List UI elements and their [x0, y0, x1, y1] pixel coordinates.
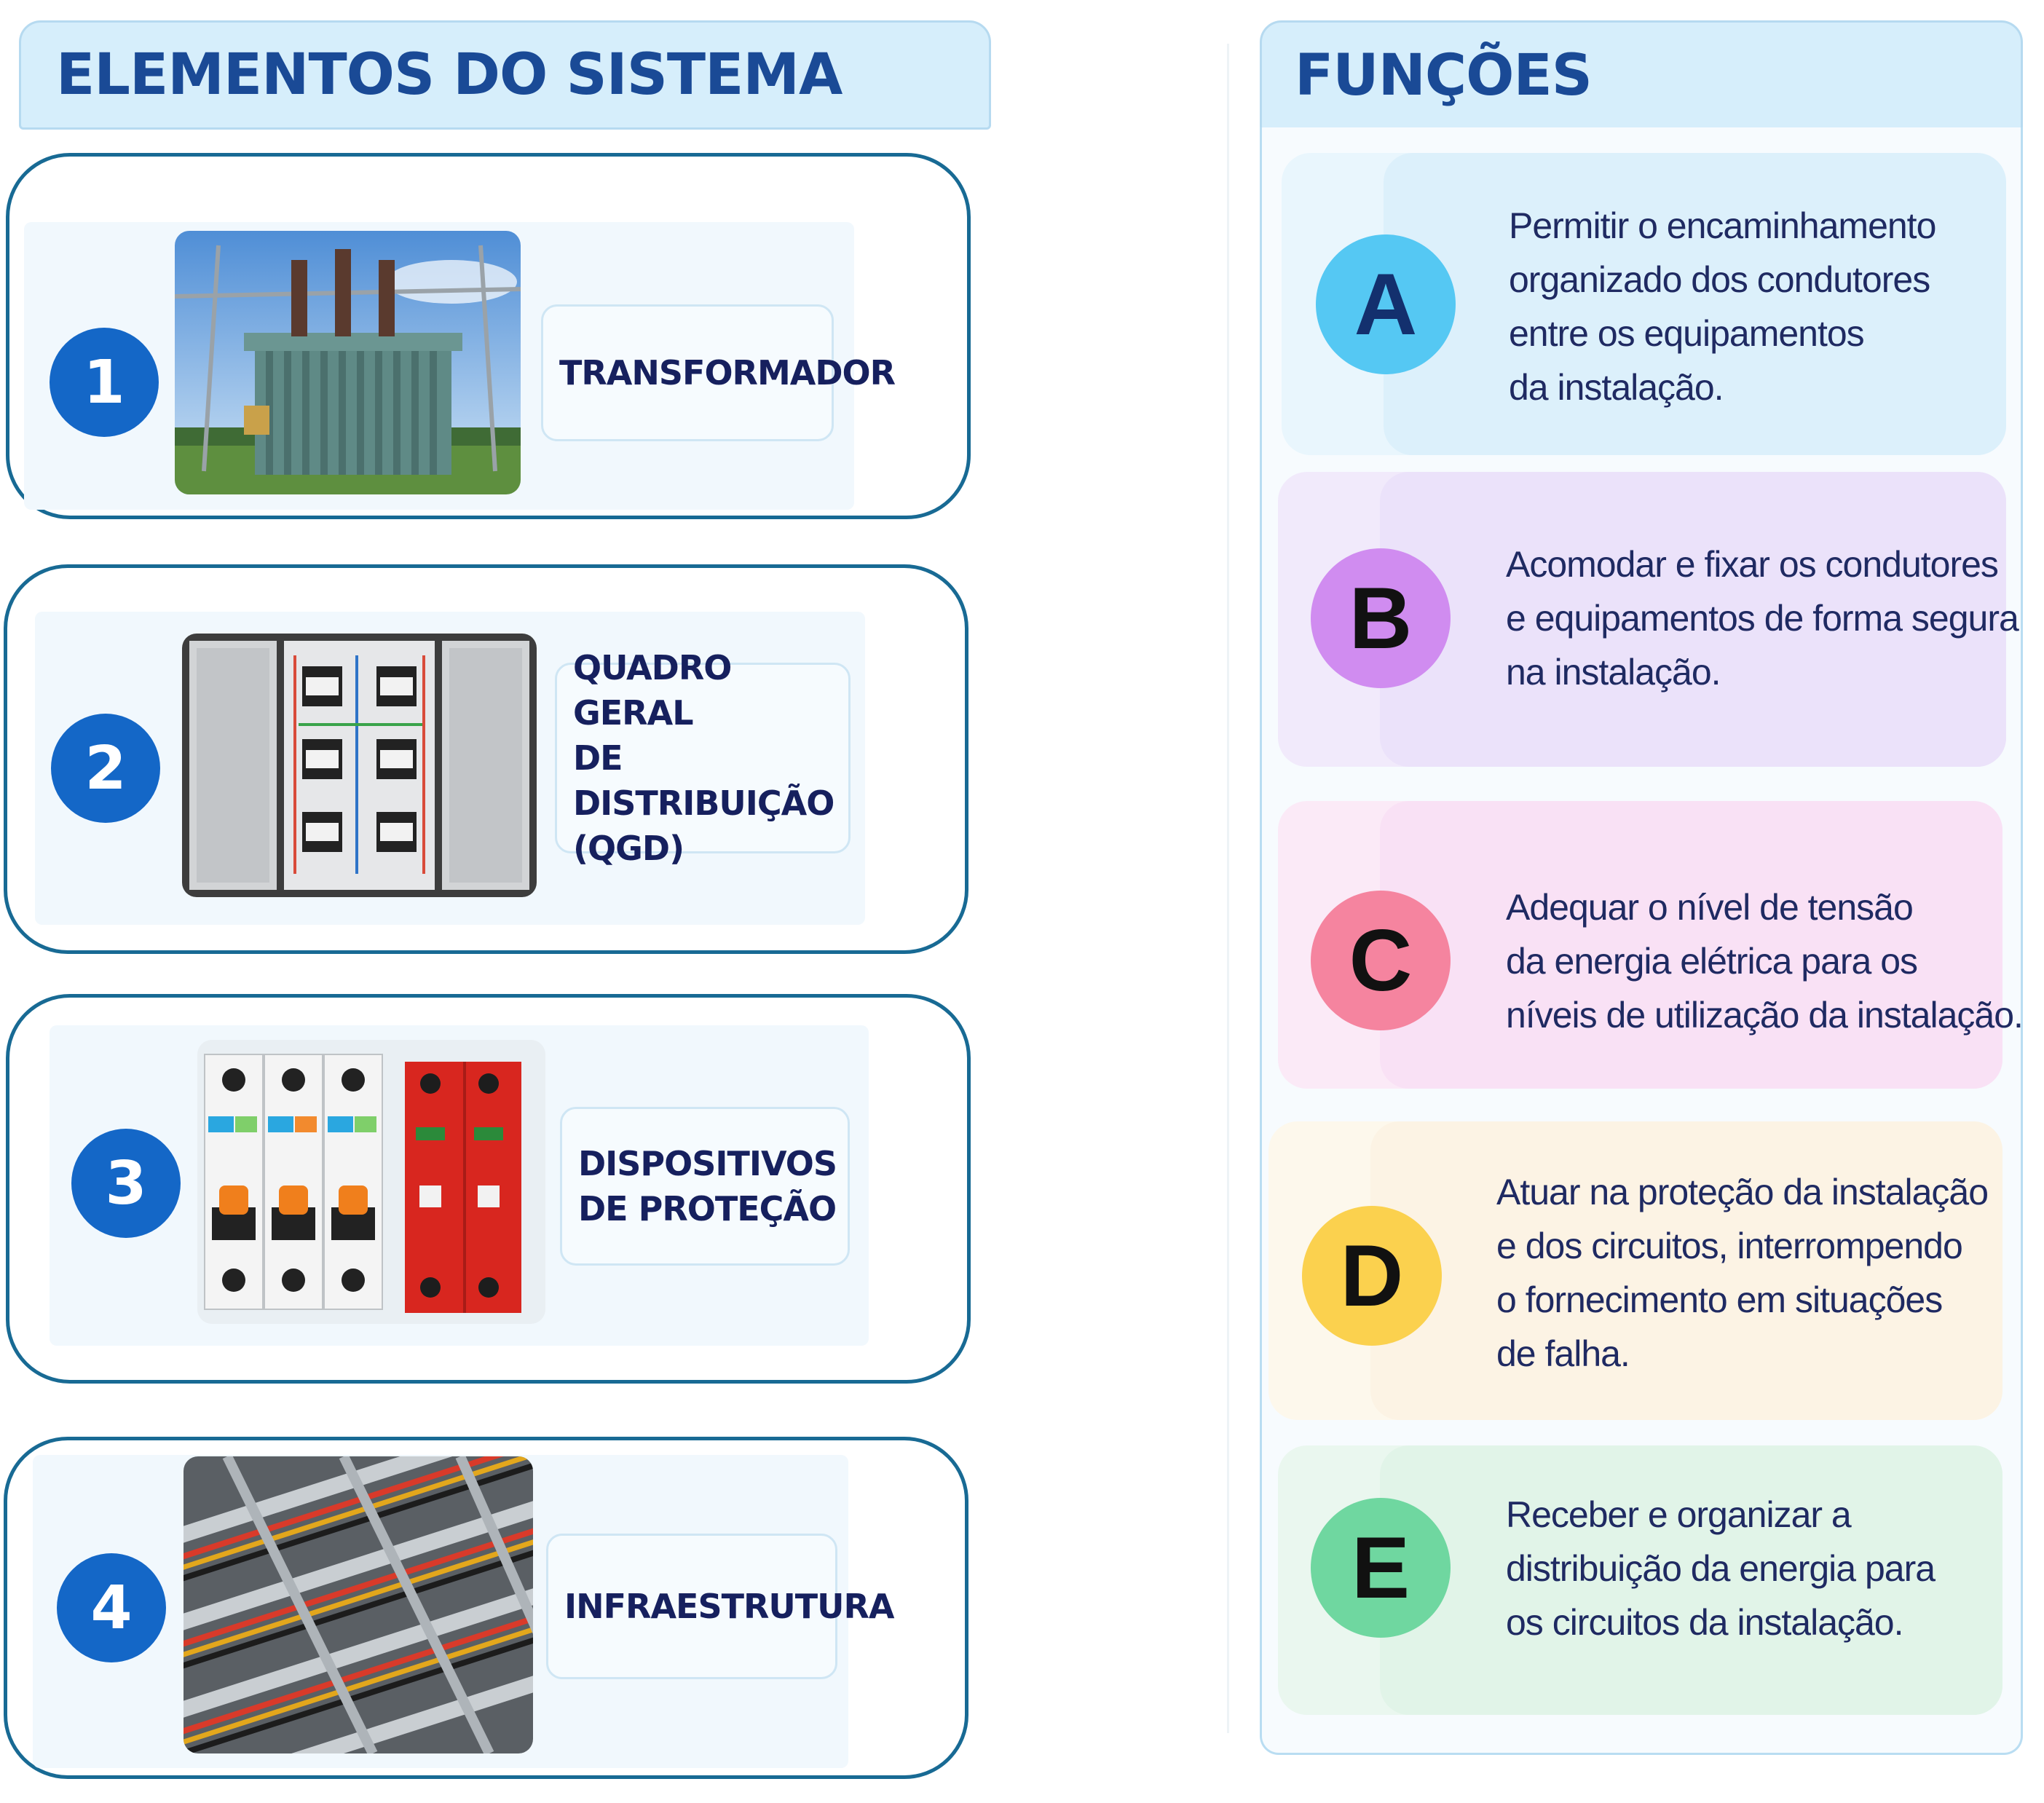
circuit-breakers-photo	[197, 1040, 545, 1324]
function-text-c: Adequar o nível de tensão da energia elé…	[1506, 887, 2024, 1035]
function-text-d: Atuar na proteção da instalação e dos ci…	[1496, 1172, 1989, 1374]
element-label-box: QUADRO GERAL DE DISTRIBUIÇÃO (QGD)	[555, 648, 851, 868]
element-label-box: TRANSFORMADOR	[541, 304, 896, 441]
number-badge: 1	[50, 328, 159, 437]
right-header-title: FUNÇÕES	[1295, 43, 1593, 109]
element-label: INFRAESTRUTURA	[564, 1587, 895, 1626]
element-card-4: 4 INFRAESTRUTURA	[4, 1437, 968, 1779]
element-card-1: 1 TRANSFORMADOR	[6, 153, 971, 519]
element-label-box: INFRAESTRUTURA	[546, 1534, 895, 1679]
number-badge: 3	[71, 1129, 181, 1238]
column-divider	[1227, 44, 1229, 1733]
letter-badge-a: A	[1316, 234, 1456, 374]
function-card-shade	[1380, 472, 2006, 767]
element-card-3: 3 DISPOSITIVOS DE PROTEÇÃO	[6, 994, 971, 1384]
cable-trays-photo	[184, 1456, 533, 1753]
letter-badge-c: C	[1311, 891, 1451, 1030]
letter-badge-e: E	[1311, 1498, 1451, 1638]
number-badge: 2	[51, 714, 160, 823]
element-label: TRANSFORMADOR	[559, 353, 896, 392]
letter-badge-b: B	[1311, 548, 1451, 688]
element-label: DISPOSITIVOS DE PROTEÇÃO	[578, 1144, 837, 1228]
function-card-shade	[1380, 801, 2002, 1089]
element-card-2: 2 QUADRO GERAL DE DISTRIBUIÇÃO (QGD)	[4, 564, 968, 954]
left-header-title: ELEMENTOS DO SISTEMA	[56, 42, 843, 108]
letter-badge-d: D	[1302, 1206, 1442, 1346]
function-card-shade	[1370, 1121, 2002, 1420]
right-header: FUNÇÕES	[1260, 20, 2023, 131]
element-label-box: DISPOSITIVOS DE PROTEÇÃO	[560, 1107, 850, 1266]
function-text-b: Acomodar e fixar os condutores e equipam…	[1506, 544, 2019, 693]
function-card-b	[1278, 472, 2006, 767]
function-card-a	[1282, 153, 2006, 455]
transformer-photo	[175, 231, 521, 494]
number-badge: 4	[57, 1553, 166, 1662]
function-text-e: Receber e organizar a distribuição da en…	[1506, 1494, 1936, 1643]
distribution-panel-photo	[182, 634, 537, 897]
function-card-shade	[1384, 153, 2006, 455]
left-header: ELEMENTOS DO SISTEMA	[19, 20, 991, 130]
element-label: QUADRO GERAL DE DISTRIBUIÇÃO (QGD)	[573, 648, 834, 868]
function-card-shade	[1380, 1445, 2002, 1715]
function-text-a: Permitir o encaminhamento organizado dos…	[1509, 205, 1936, 408]
function-card-e	[1278, 1445, 2002, 1715]
